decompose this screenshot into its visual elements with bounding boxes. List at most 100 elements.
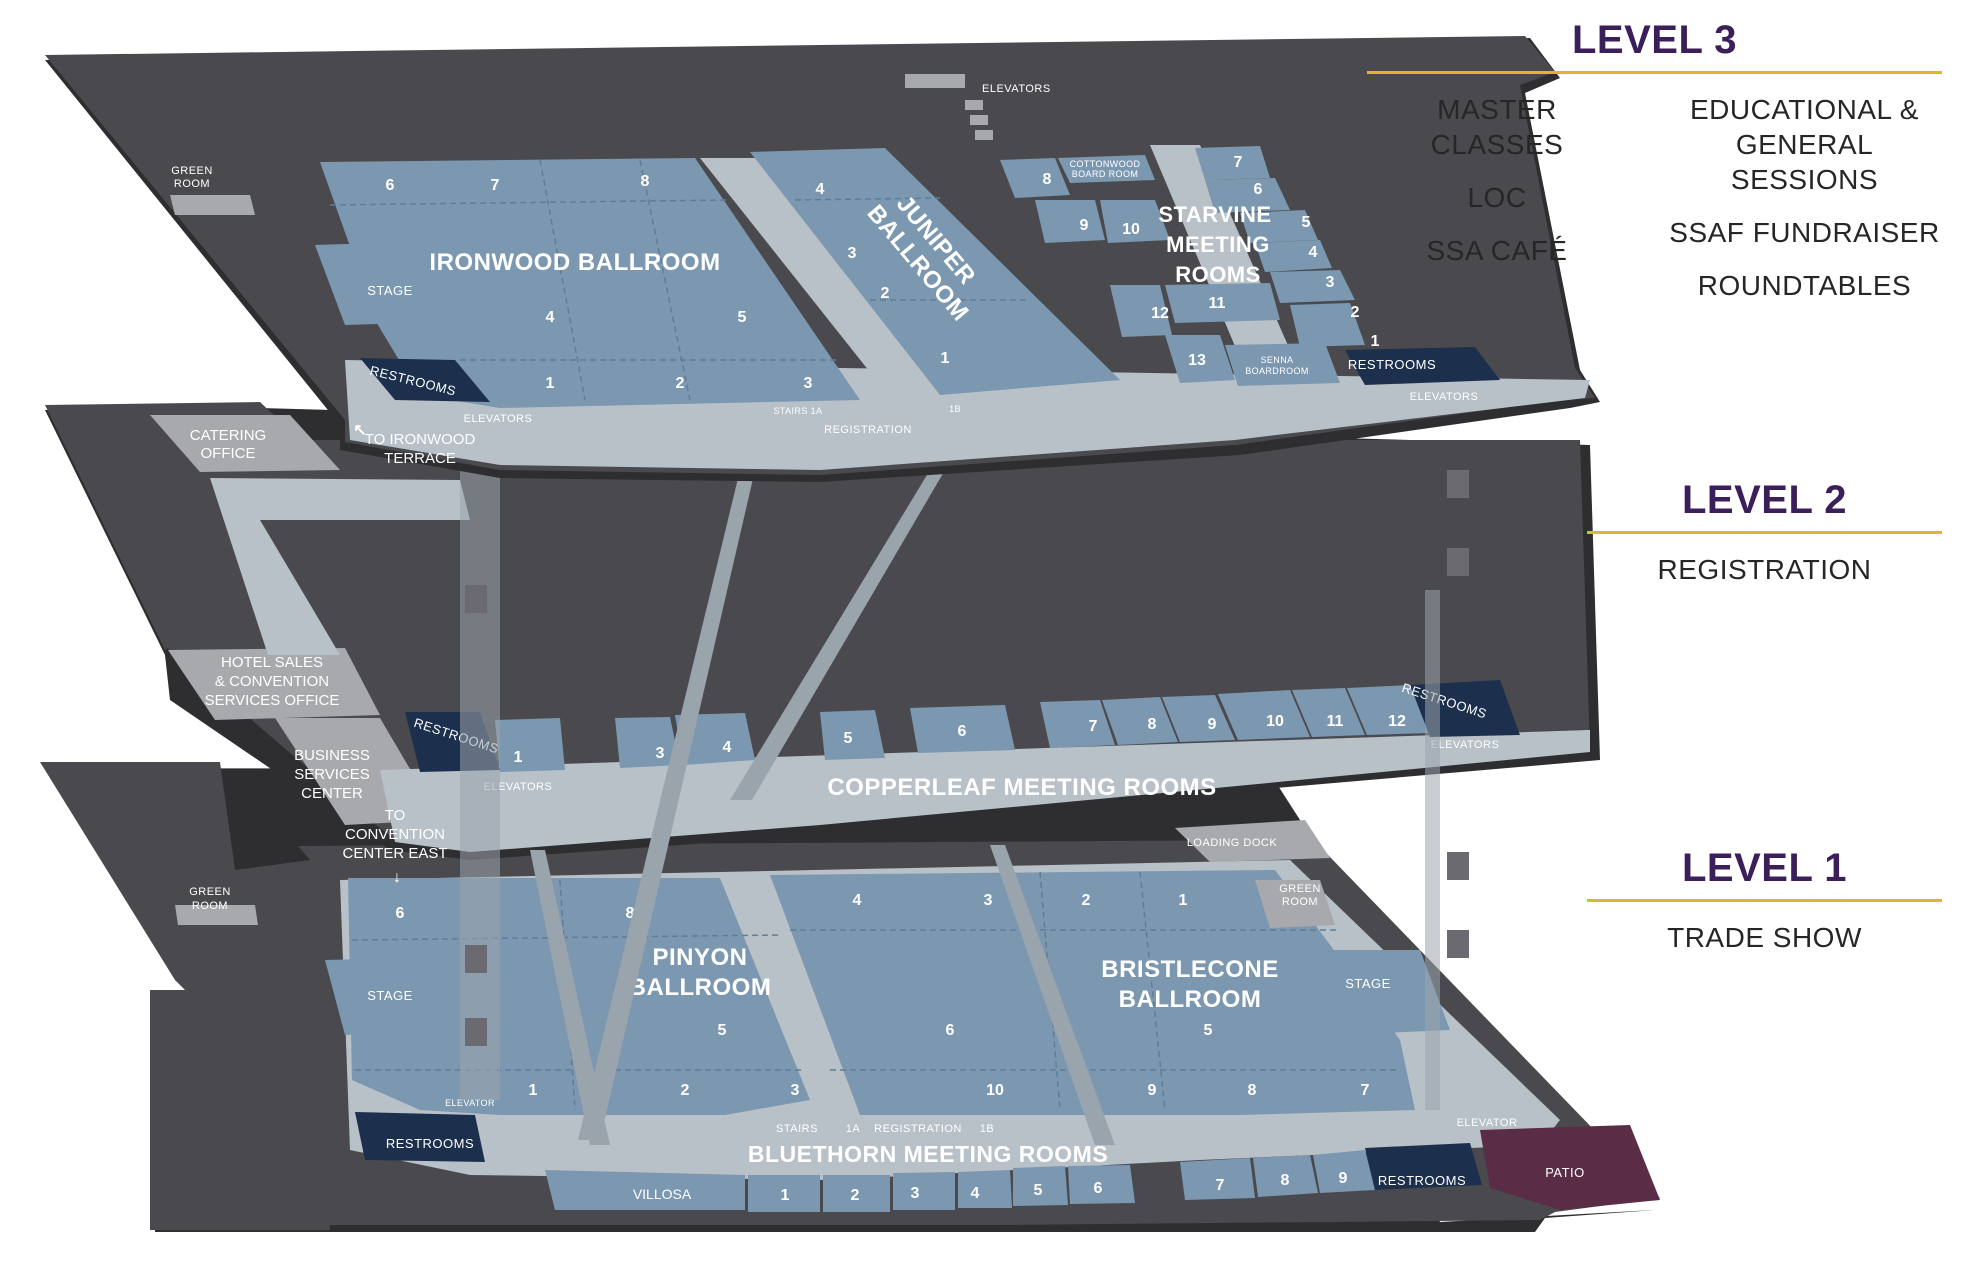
bristlecone-section-5: 5 [1204,1022,1213,1039]
bristlecone-section-6: 6 [946,1022,955,1039]
bluethorn-room-8: 8 [1281,1172,1290,1189]
senna-boardroom [1225,343,1340,386]
copperleaf-room-1: 1 [514,749,523,766]
bluethorn-room-7: 7 [1216,1177,1225,1194]
bluethorn-room-5: 5 [1034,1182,1043,1199]
level-2-catering-office [150,415,340,472]
level-3-rule [1367,71,1942,74]
level-1-stage-right [1310,950,1450,1035]
ironwood-section-4: 4 [546,309,555,326]
copperleaf-room-6: 6 [958,723,967,740]
copperleaf-room-9: 9 [1208,716,1217,733]
cottonwood-line1: COTTONWOOD [1070,159,1141,169]
copperleaf-room-5: 5 [844,730,853,747]
juniper-section-3: 3 [848,245,857,262]
business-line2: SERVICES [294,766,370,783]
bristlecone-section-2: 2 [1082,892,1091,909]
level-3-item-loc: LOC [1467,182,1527,213]
bluethorn-room-1: 1 [781,1187,790,1204]
juniper-section-1: 1 [941,350,950,367]
level-3-elevators-right: ELEVATORS [1410,391,1479,403]
copperleaf-room-10: 10 [1266,713,1284,730]
to-terrace-line1: TO IRONWOOD [365,431,476,448]
level-3-item-master-classes: MASTER CLASSES [1430,94,1564,160]
hotel-sales-line1: HOTEL SALES [221,654,323,671]
level-3-stage [315,242,445,325]
bluethorn-name: BLUETHORN MEETING ROOMS [748,1141,1108,1167]
level-3-restrooms-right [1345,347,1500,385]
starvine-room-5: 5 [1302,214,1311,231]
level-3-item-roundtables: ROUNDTABLES [1697,270,1912,301]
level-3-green-room-line1: GREEN [171,165,213,177]
level-3-stairs: STAIRS 1A [774,406,823,416]
copperleaf-room-8: 8 [1148,716,1157,733]
ironwood-section-1: 1 [546,375,555,392]
bluethorn-room-6: 6 [1094,1180,1103,1197]
level-1-green-room-right-line2: ROOM [1282,896,1318,908]
level-1-restrooms-left-label: RESTROOMS [386,1136,474,1151]
bluethorn-rooms [545,1150,1375,1212]
ironwood-section-2: 2 [676,375,685,392]
starvine-room-12: 12 [1151,305,1169,322]
ironwood-section-7: 7 [491,177,500,194]
bluethorn-room-9: 9 [1339,1170,1348,1187]
copperleaf-room-3: 3 [656,745,665,762]
starvine-room-8: 8 [1043,171,1052,188]
bluethorn-room-4: 4 [971,1185,980,1202]
legend-level-2: LEVEL 2 REGISTRATION [1587,478,1942,587]
pinyon-section-5: 5 [718,1022,727,1039]
level-3-stage-label: STAGE [367,283,413,298]
level-2-rule [1587,531,1942,534]
level-3-col-1: MASTER CLASSES LOC SSA CAFÉ [1367,92,1627,321]
starvine-name-line2: MEETING [1166,232,1270,257]
bluethorn-room-2: 2 [851,1187,860,1204]
level-2-title: LEVEL 2 [1681,478,1848,522]
cottonwood-line2: BOARD ROOM [1072,169,1139,179]
level-3-col-2: EDUCATIONAL & GENERAL SESSIONS SSAF FUND… [1667,92,1942,321]
pinyon-name-line1: PINYON [652,944,747,971]
bristlecone-section-4: 4 [853,892,862,909]
escalators [530,470,1115,1145]
level-1-stage-left-label: STAGE [367,988,413,1003]
to-terrace-line2: TERRACE [384,450,456,467]
level-3-elevator-boxes [905,74,993,140]
bristlecone-ballroom [770,870,1415,1115]
catering-line2: OFFICE [201,445,256,462]
level-1-elevator-left: ELEVATOR [445,1098,495,1108]
patio-label: PATIO [1545,1165,1585,1180]
starvine-room-6: 6 [1254,181,1263,198]
level-3-corridor-mid [700,158,960,410]
level-1-restrooms-right-label: RESTROOMS [1378,1173,1466,1188]
level-2-elevators-left: ELEVATORS [484,781,553,793]
level-1-registration: REGISTRATION [874,1123,962,1135]
level-3-registration: REGISTRATION [824,424,912,436]
to-convention-line2: CONVENTION [345,826,445,843]
level-1-stairs: STAIRS [776,1123,818,1135]
bristlecone-section-9: 9 [1148,1082,1157,1099]
starvine-room-13: 13 [1188,352,1206,369]
bluethorn-room-3: 3 [911,1185,920,1202]
level-1-green-room-right-line1: GREEN [1279,883,1321,895]
level-3-elevators-top: ELEVATORS [982,83,1051,95]
bristlecone-name-line2: BALLROOM [1119,986,1262,1013]
ironwood-section-8: 8 [641,173,650,190]
level-1-restrooms-right [1365,1143,1482,1190]
level-1-green-room-left-line2: ROOM [192,900,228,912]
ironwood-name: IRONWOOD BALLROOM [429,249,720,276]
level-1-restrooms-left [355,1112,485,1162]
copperleaf-room-7: 7 [1089,718,1098,735]
level-3-title: LEVEL 3 [1571,18,1738,62]
level-1-stairs-1a: 1A [846,1123,861,1135]
pinyon-section-1: 1 [529,1082,538,1099]
level-3-elevators-left: ELEVATORS [464,413,533,425]
starvine-room-1: 1 [1371,333,1380,350]
level-2-item-registration: REGISTRATION [1657,554,1872,585]
starvine-room-3: 3 [1326,274,1335,291]
to-convention-line1: TO [385,807,406,824]
pinyon-section-3: 3 [791,1082,800,1099]
starvine-name-line1: STARVINE [1158,202,1271,227]
level-3-item-sessions: EDUCATIONAL & GENERAL SESSIONS [1690,94,1919,195]
level-3-restrooms-right-label: RESTROOMS [1348,357,1436,372]
starvine-room-2: 2 [1351,304,1360,321]
